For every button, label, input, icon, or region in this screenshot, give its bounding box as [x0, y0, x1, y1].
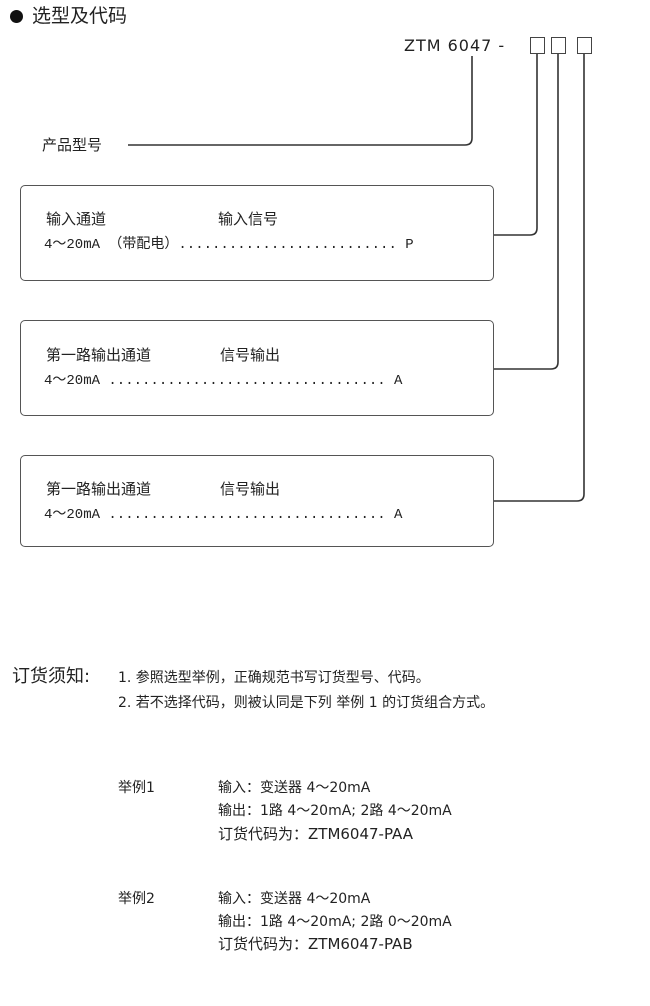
example-line: 输入：变送器 4～20mA	[218, 780, 371, 796]
code-slot-3	[577, 37, 592, 54]
model-code: ZTM 6047 -	[404, 36, 506, 55]
box-heading: 第一路输出通道	[46, 346, 152, 364]
box-heading: 信号输出	[220, 346, 281, 364]
box-option: 4～20mA .................................…	[44, 373, 403, 389]
example-line: 输出：1路 4～20mA; 2路 0～20mA	[218, 914, 452, 930]
example-line: 输出：1路 4～20mA; 2路 4～20mA	[218, 803, 452, 819]
box-heading: 输入信号	[218, 210, 279, 228]
output1-line	[494, 54, 559, 370]
note-item: 1. 参照选型举例，正确规范书写订货型号、代码。	[118, 670, 430, 686]
box-option: 4～20mA .................................…	[44, 507, 403, 523]
example-line: 订货代码为：ZTM6047-PAB	[218, 935, 413, 953]
output1-box	[20, 320, 494, 416]
box-heading: 第一路输出通道	[46, 480, 152, 498]
output2-box	[20, 455, 494, 547]
box-option: 4～20mA （带配电）.......................... P	[44, 237, 414, 253]
product-model-line	[128, 56, 473, 146]
example-label: 举例2	[118, 891, 155, 907]
code-slot-1	[530, 37, 545, 54]
example-line: 订货代码为：ZTM6047-PAA	[218, 825, 413, 843]
box-heading: 输入通道	[46, 210, 107, 228]
example-label: 举例1	[118, 780, 155, 796]
example-line: 输入：变送器 4～20mA	[218, 891, 371, 907]
input-channel-line	[494, 54, 538, 236]
output2-line	[494, 54, 585, 502]
section-title: 选型及代码	[32, 5, 128, 27]
code-slot-2	[551, 37, 566, 54]
note-item: 2. 若不选择代码，则被认同是下列 举例 1 的订货组合方式。	[118, 695, 495, 711]
notes-label: 订货须知:	[12, 666, 91, 687]
product-model-label: 产品型号	[42, 136, 103, 154]
box-heading: 信号输出	[220, 480, 281, 498]
bullet-icon	[10, 10, 23, 23]
input-channel-box	[20, 185, 494, 281]
